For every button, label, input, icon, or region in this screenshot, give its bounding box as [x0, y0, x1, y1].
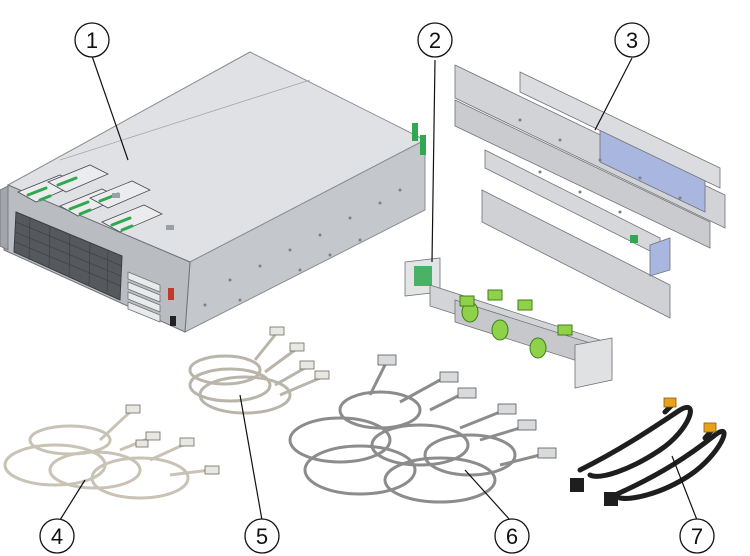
patch-cables-bundle-a	[3, 410, 211, 500]
callout-leader-1	[91, 55, 129, 161]
callout-leader-3	[594, 57, 633, 131]
rack-rails	[454, 64, 726, 319]
callout-5: 5	[244, 518, 280, 554]
power-cords	[577, 402, 727, 501]
front-grille	[13, 211, 123, 301]
callout-2: 2	[417, 22, 453, 58]
patch-cable-connectors-a	[125, 404, 220, 475]
callout-7: 7	[679, 518, 715, 554]
callout-circle	[417, 22, 453, 58]
callout-number: 3	[626, 28, 638, 53]
callout-number: 6	[506, 524, 518, 549]
callout-circle	[39, 518, 75, 554]
fiber-connectors	[377, 354, 557, 459]
power-plugs	[570, 397, 717, 506]
callout-leader-4	[59, 479, 86, 521]
callout-number: 2	[429, 28, 441, 53]
callout-number: 4	[51, 524, 63, 549]
callout-6: 6	[494, 518, 530, 554]
callout-1: 1	[74, 22, 110, 58]
callout-number: 5	[256, 524, 268, 549]
callout-3: 3	[614, 22, 650, 58]
callout-leader-2	[431, 59, 436, 263]
callout-markers: 1 2 3 4 5 6 7	[39, 22, 715, 554]
callout-leader-5	[239, 394, 263, 521]
callout-leader-6	[464, 469, 511, 521]
server-chassis	[0, 51, 427, 333]
callout-circle	[74, 22, 110, 58]
cable-management-arm	[404, 257, 613, 389]
callout-circle	[494, 518, 530, 554]
patch-cable-connectors-b	[269, 326, 330, 380]
callout-circle	[614, 22, 650, 58]
callout-leader-7	[671, 455, 698, 521]
fiber-cables	[288, 364, 541, 504]
patch-cables-bundle-b	[188, 334, 321, 415]
callout-4: 4	[39, 518, 75, 554]
callout-circle	[679, 518, 715, 554]
callout-number: 1	[86, 28, 98, 53]
callout-circle	[244, 518, 280, 554]
callout-number: 7	[691, 524, 703, 549]
